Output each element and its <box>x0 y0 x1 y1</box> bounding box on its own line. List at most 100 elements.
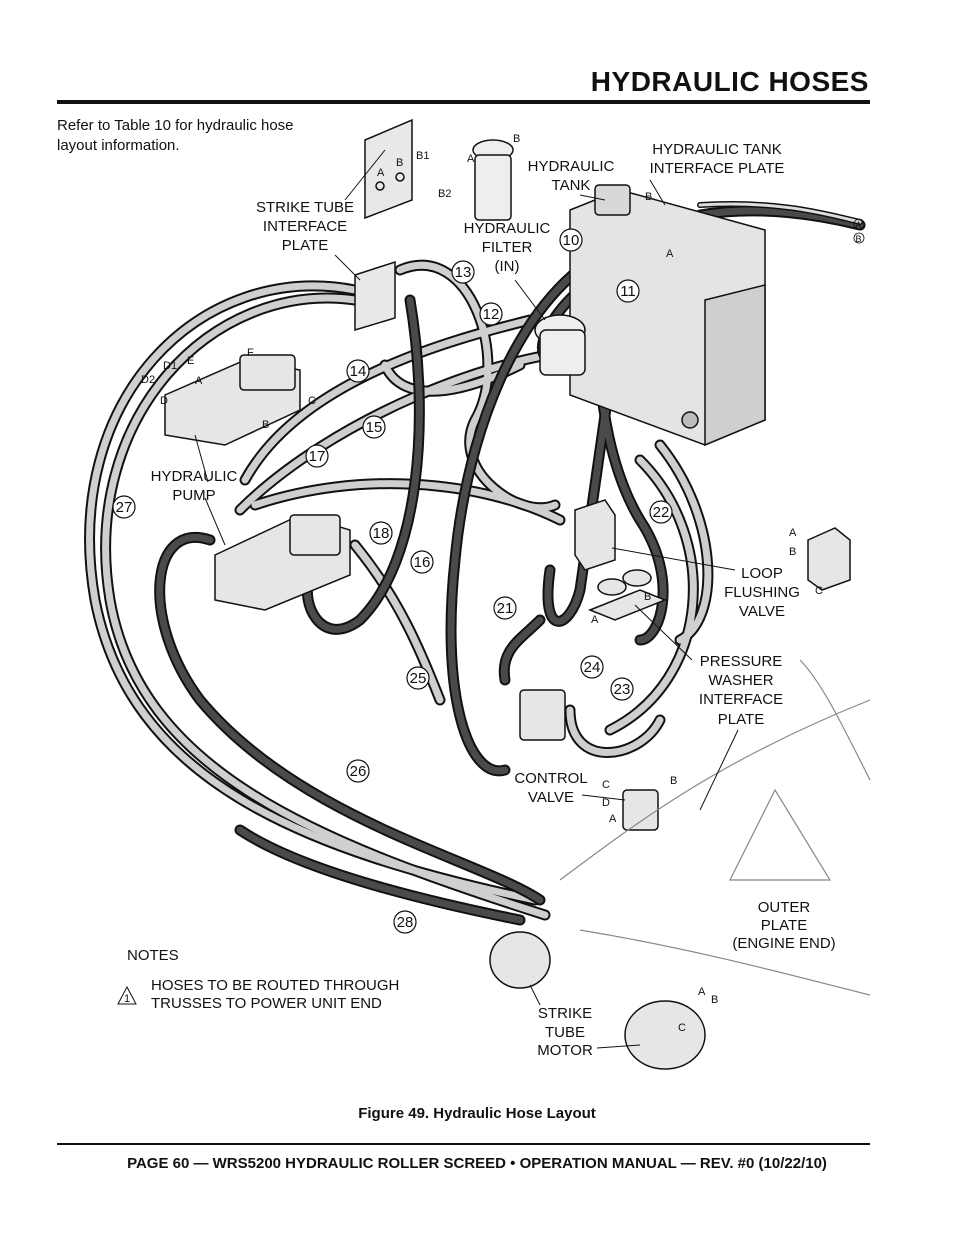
hose-callout-18: 18 <box>369 521 393 545</box>
footer-rule <box>57 1143 870 1145</box>
hose-callouts: 10 11 12 13 14 15 16 17 18 21 22 23 24 2… <box>112 228 673 934</box>
component-labels: STRIKE TUBE INTERFACE PLATE HYDRAULIC FI… <box>151 141 836 1059</box>
port-letter: B <box>262 419 269 431</box>
label-control-valve: CONTROL <box>514 770 587 787</box>
header-rule <box>57 100 870 104</box>
port-letter: B <box>396 157 403 169</box>
label-hydraulic-filter: (IN) <box>495 258 520 275</box>
hose-callout-26: 26 <box>346 759 370 783</box>
port-letter: A <box>609 813 617 825</box>
svg-text:10: 10 <box>563 232 580 249</box>
label-loop-flushing-valve: VALVE <box>739 603 785 620</box>
label-hydraulic-tank: HYDRAULIC <box>528 158 615 175</box>
hose-callout-24: 24 <box>580 655 604 679</box>
strike-tube-motor <box>489 931 706 1070</box>
label-strike-tube-interface-plate: PLATE <box>282 237 328 254</box>
label-strike-tube-motor: MOTOR <box>537 1042 593 1059</box>
port-letter: B <box>789 546 796 558</box>
label-strike-tube-motor: TUBE <box>545 1024 585 1041</box>
intro-text: Refer to Table 10 for hydraulic hose lay… <box>57 117 294 154</box>
label-hydraulic-pump: HYDRAULIC <box>151 468 238 485</box>
port-letter: A <box>666 248 674 260</box>
port-letter: B <box>856 234 862 244</box>
port-letter: B <box>711 994 718 1006</box>
port-letter: A <box>856 220 862 230</box>
svg-text:14: 14 <box>350 363 367 380</box>
label-hydraulic-filter: FILTER <box>482 239 533 256</box>
label-hydraulic-filter: HYDRAULIC <box>464 220 551 237</box>
port-letter: B <box>644 591 651 603</box>
svg-text:17: 17 <box>309 448 326 465</box>
figure-caption: Figure 49. Hydraulic Hose Layout <box>358 1105 596 1122</box>
label-hydraulic-tank-interface-plate: INTERFACE PLATE <box>650 160 785 177</box>
port-letter: A <box>467 153 475 165</box>
label-hydraulic-tank: TANK <box>552 177 591 194</box>
hose-callout-14: 14 <box>346 359 370 383</box>
page-footer: PAGE 60 — WRS5200 HYDRAULIC ROLLER SCREE… <box>127 1155 827 1172</box>
label-loop-flushing-valve: FLUSHING <box>724 584 800 601</box>
svg-text:12: 12 <box>483 306 500 323</box>
port-letter: D1 <box>163 360 177 372</box>
hose-callout-11: 11 <box>616 279 640 303</box>
port-letter: A <box>377 167 385 179</box>
port-letter: B <box>670 775 677 787</box>
hydraulic-tank <box>569 184 766 447</box>
hose-callout-17: 17 <box>305 444 329 468</box>
hose-callout-12: 12 <box>479 302 503 326</box>
loop-flushing-valve <box>574 499 851 591</box>
label-pressure-washer-interface-plate: INTERFACE <box>699 691 783 708</box>
svg-text:24: 24 <box>584 659 601 676</box>
port-letter: F <box>247 347 254 359</box>
note-text: HOSES TO BE ROUTED THROUGH <box>151 977 399 994</box>
label-loop-flushing-valve: LOOP <box>741 565 783 582</box>
svg-text:15: 15 <box>366 419 383 436</box>
leader-lines <box>194 149 739 1049</box>
svg-text:11: 11 <box>620 283 636 300</box>
svg-text:23: 23 <box>614 681 631 698</box>
label-strike-tube-interface-plate: INTERFACE <box>263 218 347 235</box>
hose-callout-25: 25 <box>406 666 430 690</box>
port-letter: C <box>678 1022 686 1034</box>
hose-callout-10: 10 <box>559 228 583 252</box>
hose-callout-21: 21 <box>493 596 517 620</box>
port-letter: D2 <box>141 374 155 386</box>
pressure-washer-interface-plate <box>587 569 668 621</box>
label-outer-plate: OUTER <box>758 899 811 916</box>
port-letter: D <box>160 395 168 407</box>
hose-callout-15: 15 <box>362 415 386 439</box>
hose-callout-16: 16 <box>410 550 434 574</box>
port-letter: B2 <box>438 188 451 200</box>
port-letter: C <box>602 779 610 791</box>
svg-text:26: 26 <box>350 763 367 780</box>
hydraulic-pump-inset <box>164 354 301 446</box>
hose-callout-22: 22 <box>649 500 673 524</box>
label-control-valve: VALVE <box>528 789 574 806</box>
svg-text:25: 25 <box>410 670 427 687</box>
notes-heading: NOTES <box>127 947 179 964</box>
hose-callout-23: 23 <box>610 677 634 701</box>
port-letter: C <box>308 395 316 407</box>
hose-callout-13: 13 <box>451 260 475 284</box>
svg-text:16: 16 <box>414 554 431 571</box>
label-outer-plate: PLATE <box>761 917 807 934</box>
port-letter: A <box>195 375 203 387</box>
label-pressure-washer-interface-plate: PRESSURE <box>700 653 783 670</box>
svg-text:18: 18 <box>373 525 390 542</box>
hydraulic-filter <box>472 139 586 376</box>
note-text: TRUSSES TO POWER UNIT END <box>151 995 382 1012</box>
svg-text:21: 21 <box>497 600 514 617</box>
label-outer-plate: (ENGINE END) <box>732 935 835 952</box>
label-strike-tube-motor: STRIKE <box>538 1005 592 1022</box>
outer-plate <box>559 659 871 996</box>
port-letter: D <box>602 797 610 809</box>
port-letter: A <box>698 986 706 998</box>
port-letter: B <box>645 191 652 203</box>
port-letter: A <box>789 527 797 539</box>
svg-text:22: 22 <box>653 504 670 521</box>
hose-callout-28: 28 <box>393 910 417 934</box>
port-letter: A <box>591 614 599 626</box>
hydraulic-pump <box>214 514 351 611</box>
strike-tube-interface-plate <box>354 118 413 332</box>
label-hydraulic-tank-interface-plate: HYDRAULIC TANK <box>652 141 781 158</box>
